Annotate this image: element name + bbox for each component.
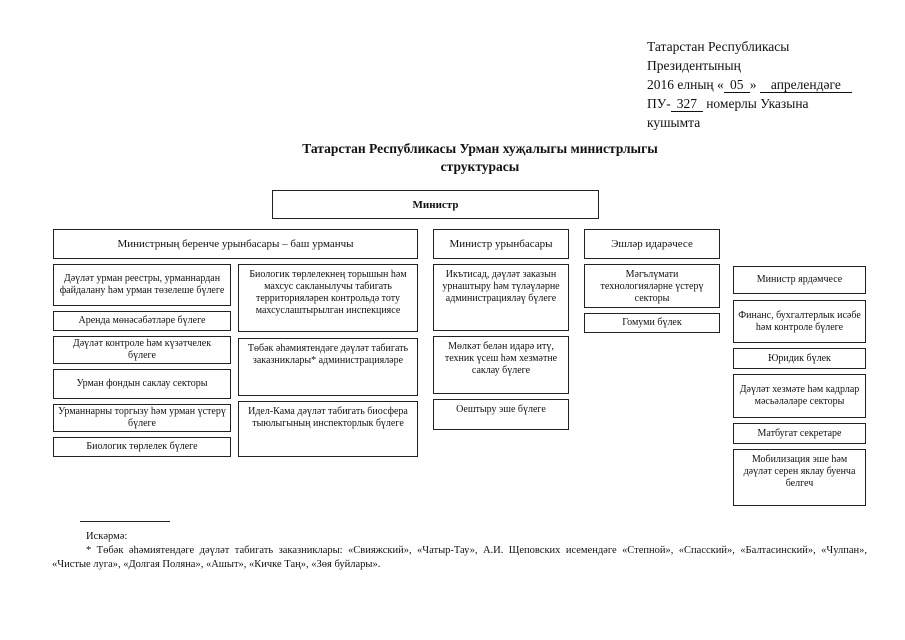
unit-mobilization: Мобилизация эше һәм дәүләт серен яклау б… (733, 449, 866, 506)
decree-suffix: номерлы Указына (706, 96, 809, 111)
first-deputy-box: Министрның беренче урынбасары – баш урма… (53, 229, 418, 259)
date-mid: » (749, 77, 757, 92)
unit-minister-assistant: Министр ярдәмчесе (733, 266, 866, 294)
unit-economics: Икътисад, дәүләт заказын урнаштыру һәм т… (433, 264, 569, 331)
unit-forest-protection: Урман фондын саклау секторы (53, 369, 231, 399)
title-line-2: структурасы (440, 159, 520, 174)
unit-reforestation: Урманнарны торгызу һәм урман үстерү бүле… (53, 404, 231, 432)
appendix-header: Татарстан Республикасы Президентының 201… (647, 37, 852, 132)
document-title: Татарстан Республикасы Урман хуҗалыгы ми… (200, 140, 760, 176)
affairs-manager-box: Эшләр идарәчесе (584, 229, 720, 259)
minister-box: Министр (272, 190, 599, 219)
footnote-rule (80, 521, 170, 522)
unit-finance: Финанс, бухгалтерлык исәбе һәм контроле … (733, 300, 866, 343)
unit-property-management: Мөлкәт белән идарә итү, техник үсеш һәм … (433, 336, 569, 394)
unit-it-development: Мәгълүмати технологияләрне үстерү сектор… (584, 264, 720, 308)
date-prefix: 2016 елның « (647, 77, 724, 92)
header-line-5: кушымта (647, 115, 701, 130)
unit-forest-registry: Дәүләт урман реестры, урманнардан файдал… (53, 264, 231, 306)
date-day: 05 (723, 78, 750, 93)
title-line-1: Татарстан Республикасы Урман хуҗалыгы ми… (302, 141, 658, 156)
unit-press-secretary: Матбугат секретаре (733, 423, 866, 444)
header-line-2: Президентының (647, 58, 741, 73)
unit-biodiversity: Биологик төрлелек бүлеге (53, 437, 231, 457)
decree-number: 327 (670, 97, 703, 112)
unit-organization: Оештыру эше бүлеге (433, 399, 569, 430)
unit-biodiversity-inspection: Биологик төрлелекнең торышын һәм махсус … (238, 264, 418, 332)
unit-hr: Дәүләт хезмәте һәм кадрлар мәсьәләләре с… (733, 374, 866, 418)
footnote-label: Искәрмә: (86, 531, 128, 542)
header-line-3: 2016 елның «05» апрелендәге (647, 75, 852, 94)
date-month: апрелендәге (759, 78, 852, 93)
header-line-4: ПУ-327 номерлы Указына (647, 94, 852, 113)
unit-idel-kama-reserve: Идел-Кама дәүләт табигать биосфера тыюлы… (238, 401, 418, 457)
header-line-1: Татарстан Республикасы (647, 39, 790, 54)
unit-reserves-administrations: Төбәк әһәмиятендәге дәүләт табигать зака… (238, 338, 418, 396)
decree-prefix: ПУ- (647, 96, 671, 111)
footnote-text: * Төбәк әһәмиятендәге дәүләт табигать за… (52, 545, 867, 570)
footnote: Искәрмә: * Төбәк әһәмиятендәге дәүләт та… (52, 530, 867, 572)
unit-legal: Юридик бүлек (733, 348, 866, 369)
deputy-box: Министр урынбасары (433, 229, 569, 259)
unit-general: Гомуми бүлек (584, 313, 720, 333)
unit-state-control: Дәүләт контроле һәм күзәтчелек бүлеге (53, 336, 231, 364)
unit-lease-relations: Аренда мөнәсәбәтләре бүлеге (53, 311, 231, 331)
